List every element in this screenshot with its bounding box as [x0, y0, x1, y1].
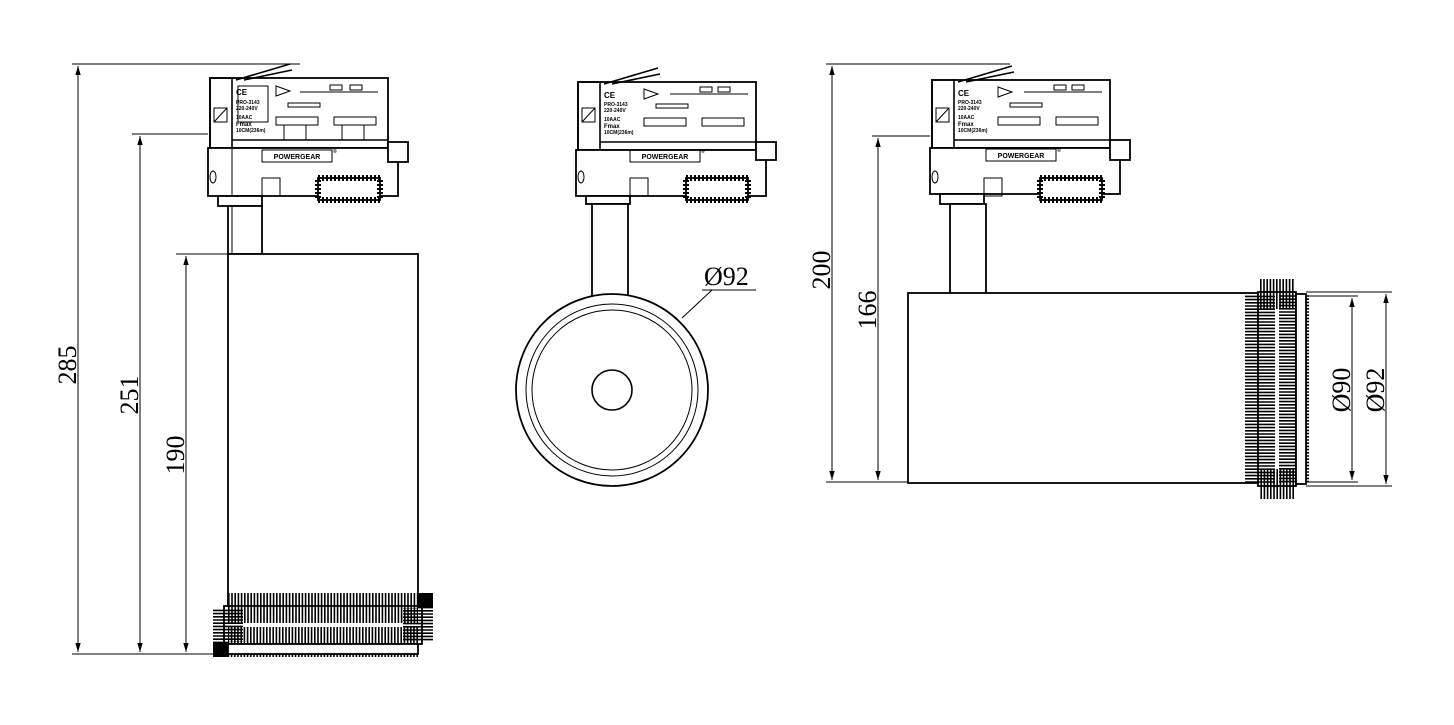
- label-line: 10CM(236m): [604, 130, 634, 136]
- mounting-arm: [227, 205, 263, 255]
- brand-label: POWERGEAR: [642, 154, 689, 161]
- lamp-body: [227, 253, 419, 609]
- label-line: 10CM(236m): [958, 128, 988, 134]
- label-line: PRO-3143: [236, 100, 260, 106]
- label-line: Fmax: [604, 124, 620, 130]
- label-line: 10AAC: [236, 115, 253, 121]
- dim-arm-to-base: 251: [115, 376, 144, 415]
- locking-knob: [683, 175, 751, 203]
- label-line: 220-240V: [958, 106, 980, 112]
- label-line: CE: [958, 89, 970, 98]
- label-plate: CE PRO-3143 220-240V 10AAC Fmax 10CM(236…: [958, 86, 1014, 134]
- dim-body-length: 190: [161, 436, 190, 475]
- label-line: Fmax: [236, 122, 252, 128]
- label-plate: CE PRO-3143 220-240V 10AAC Fmax 10CM(236…: [604, 88, 660, 136]
- dim-inner-diameter: Ø90: [1327, 368, 1356, 413]
- dim-outer-diameter: Ø92: [704, 262, 749, 291]
- dim-outer-diameter: Ø92: [1361, 368, 1390, 413]
- lamp-face: [515, 293, 709, 487]
- label-line: PRO-3143: [958, 100, 982, 106]
- knurled-ring: [213, 593, 433, 657]
- warning-triangle-icon: [997, 86, 1014, 98]
- label-line: 10AAC: [958, 115, 975, 121]
- mounting-arm: [949, 203, 987, 295]
- dim-overall-height: 200: [807, 251, 836, 290]
- brand-label: POWERGEAR: [998, 153, 1045, 160]
- brand-mark: ®: [333, 148, 337, 155]
- track-adapter: CE PRO-3143 220-240V 10AAC Fmax 10CM(236…: [929, 65, 1131, 205]
- lens-icon: [591, 369, 633, 411]
- brand-mark: ®: [701, 148, 705, 155]
- label-line: 220-240V: [236, 106, 258, 112]
- label-plate: CE PRO-3143 220-240V 10AAC Fmax 10CM(236…: [236, 85, 292, 134]
- dim-overall-height: 285: [53, 346, 82, 385]
- lamp-body: [907, 292, 1261, 484]
- side-view: CE PRO-3143 220-240V 10AAC Fmax 10CM(236…: [807, 63, 1392, 499]
- locking-knob: [1037, 175, 1105, 203]
- label-line: Fmax: [958, 122, 974, 128]
- brand-label: POWERGEAR: [274, 154, 321, 161]
- label-line: CE: [604, 91, 616, 100]
- track-adapter: CE PRO-3143 220-240V 10AAC Fmax 10CM(236…: [207, 63, 409, 207]
- mounting-arm: [591, 203, 629, 301]
- label-line: 10AAC: [604, 117, 621, 123]
- label-line: 10CM(236m): [236, 128, 266, 134]
- front-view: CE PRO-3143 220-240V 10AAC Fmax 10CM(236…: [53, 63, 433, 657]
- knurled-ring: [1245, 279, 1309, 499]
- end-view: CE PRO-3143 220-240V 10AAC Fmax 10CM(236…: [515, 67, 777, 487]
- label-line: CE: [236, 88, 248, 97]
- track-adapter: CE PRO-3143 220-240V 10AAC Fmax 10CM(236…: [575, 67, 777, 205]
- brand-mark: ®: [1057, 147, 1061, 154]
- dim-arm-height: 166: [853, 291, 882, 330]
- label-line: PRO-3143: [604, 102, 628, 108]
- warning-triangle-icon: [275, 85, 292, 97]
- locking-knob: [315, 175, 383, 203]
- label-line: 220-240V: [604, 108, 626, 114]
- warning-triangle-icon: [643, 88, 660, 100]
